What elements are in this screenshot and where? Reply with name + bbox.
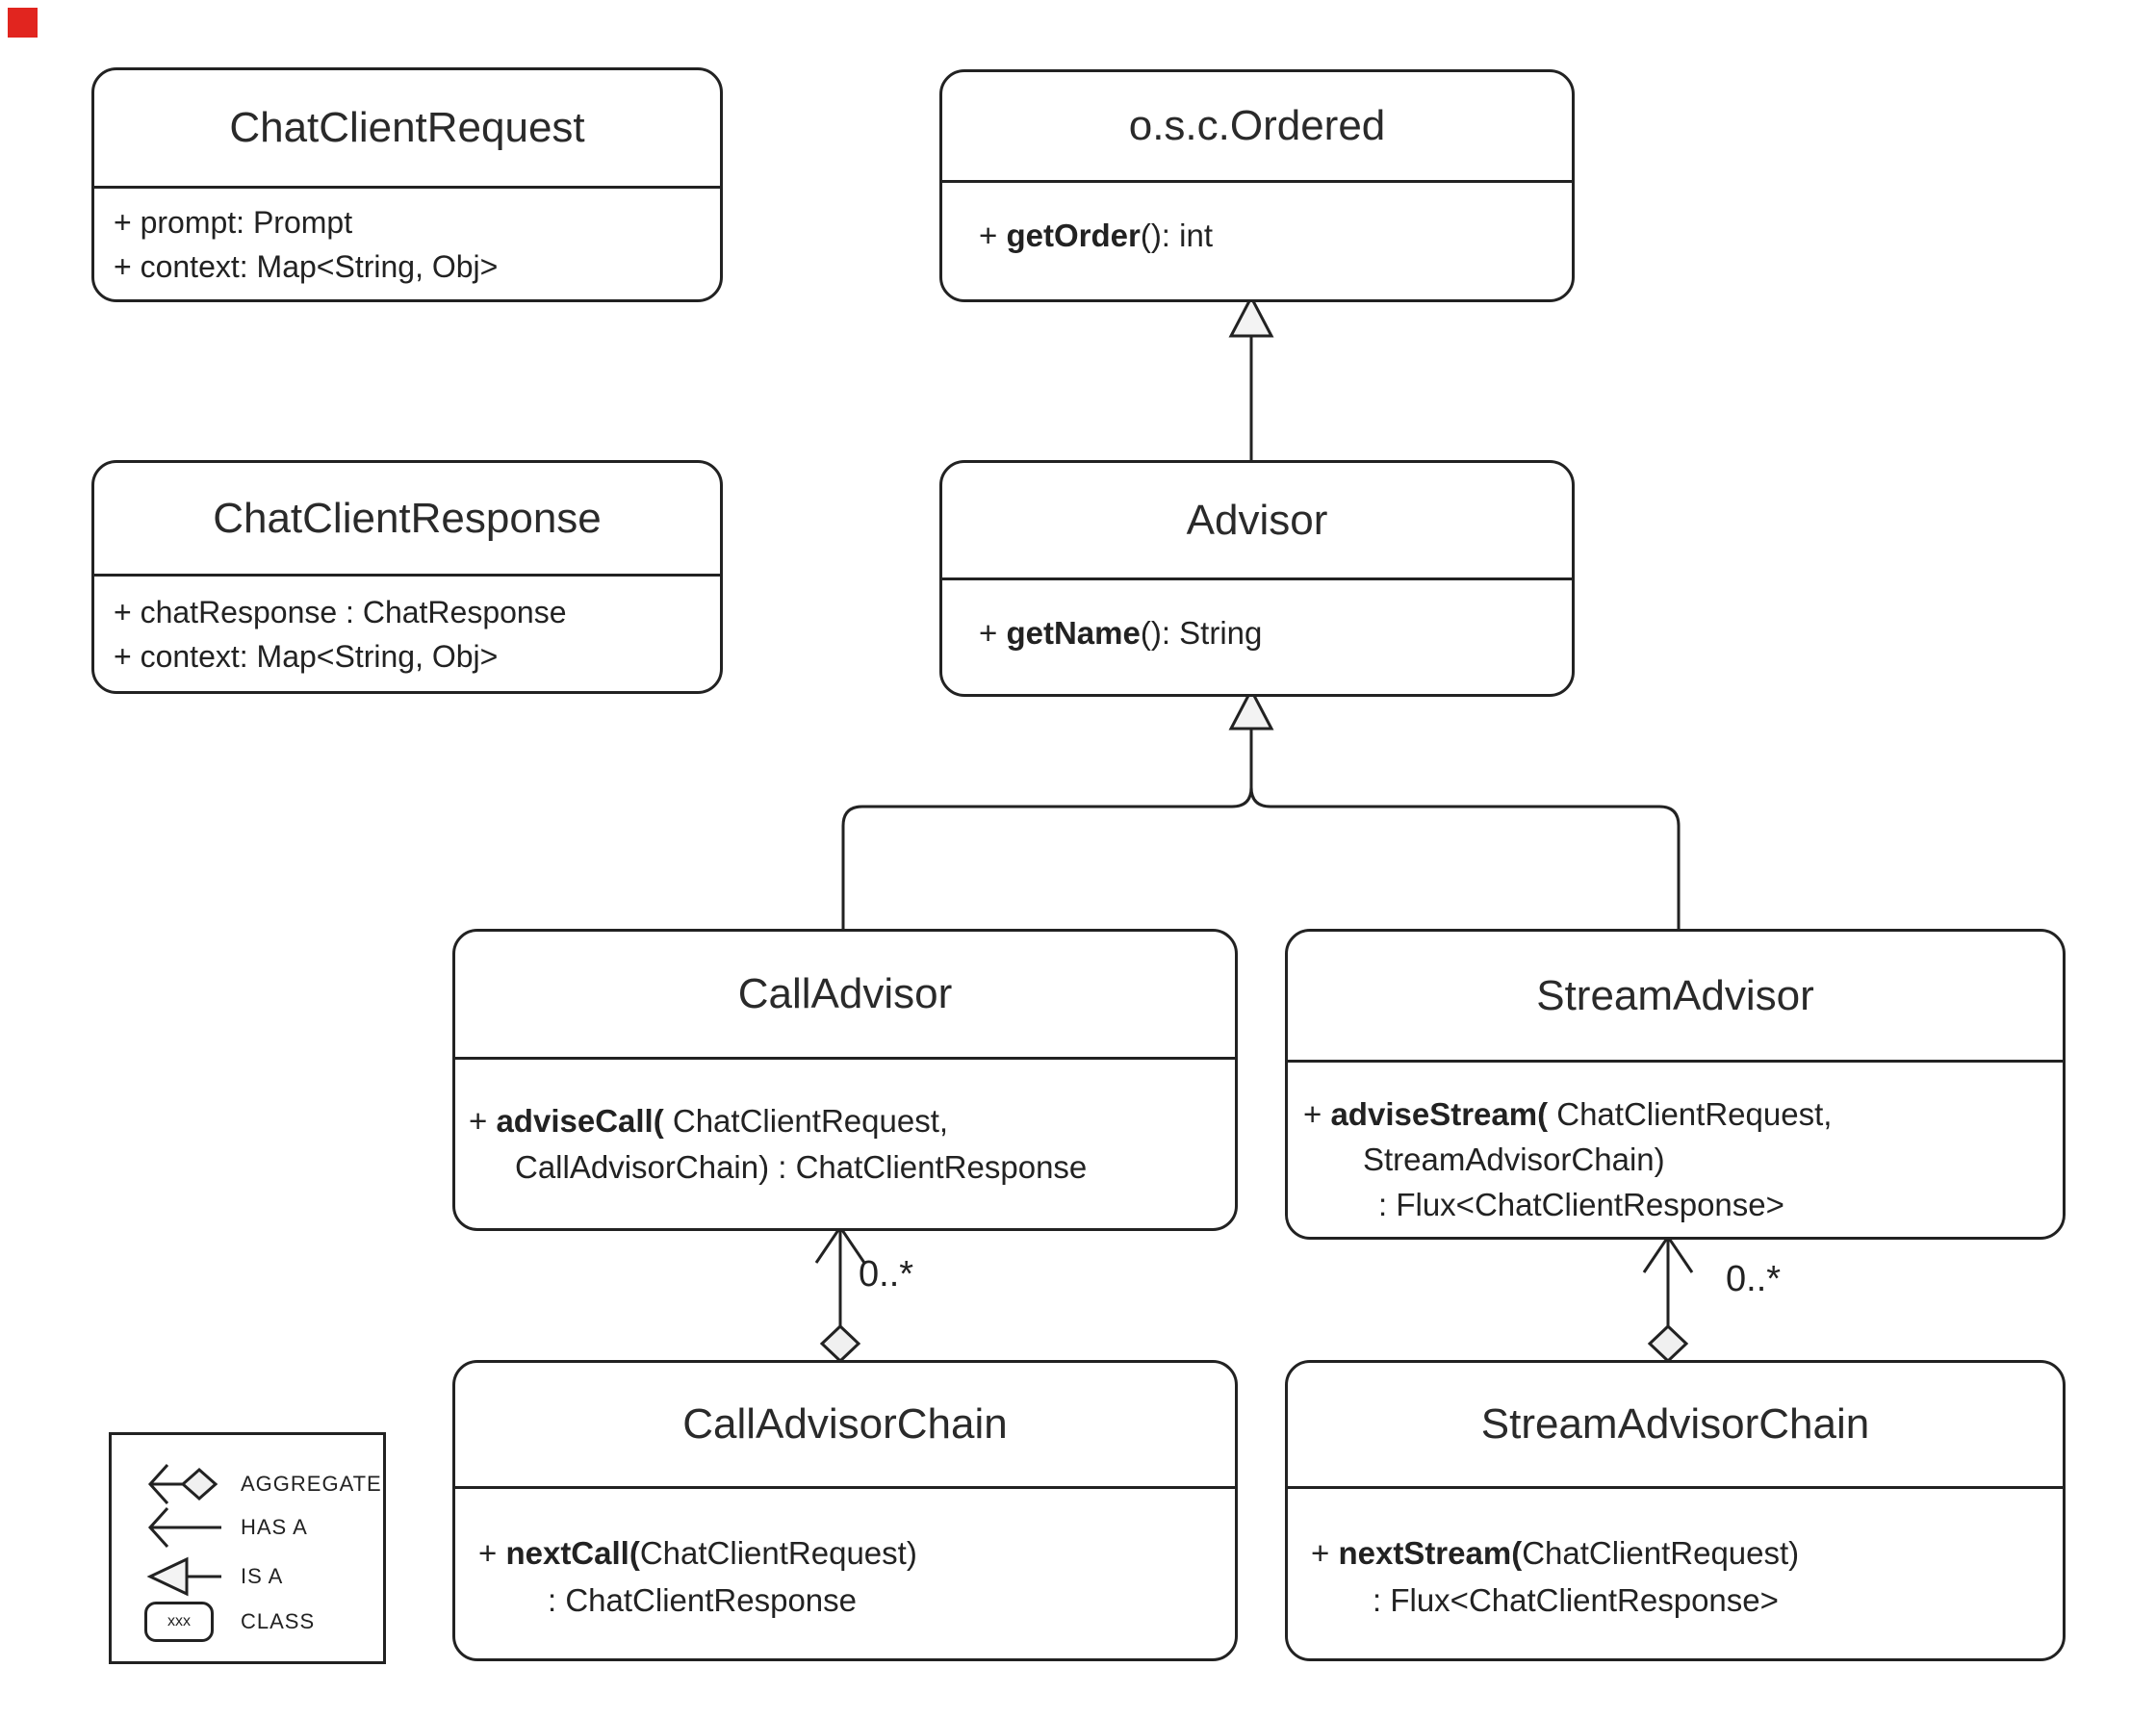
member-line: CallAdvisorChain) : ChatClientResponse — [515, 1144, 1235, 1191]
class-title: CallAdvisorChain — [455, 1363, 1235, 1489]
member-text: : Flux<ChatClientResponse> — [1378, 1187, 1784, 1222]
legend-row-class: xxx CLASS — [144, 1601, 315, 1643]
class-box-icon: xxx — [144, 1601, 233, 1643]
member-line: + nextCall(ChatClientRequest) — [478, 1529, 1235, 1577]
member-text: + — [469, 1103, 497, 1139]
class-chatclientresponse: ChatClientResponse + chatResponse : Chat… — [91, 460, 723, 694]
class-title: Advisor — [942, 463, 1572, 580]
member-text: + — [979, 218, 1007, 253]
aggregate-arrow-icon — [144, 1463, 233, 1505]
multiplicity-label-stream: 0..* — [1726, 1259, 1782, 1299]
member-name: nextStream( — [1338, 1535, 1523, 1571]
member-text: CallAdvisorChain) : ChatClientResponse — [515, 1149, 1088, 1185]
is-a-triangle-icon — [144, 1555, 233, 1598]
legend-row-aggregate: AGGREGATE — [144, 1463, 382, 1505]
member-name: nextCall( — [505, 1535, 640, 1571]
member-line: + context: Map<String, Obj> — [114, 244, 720, 289]
has-a-arrow-icon — [144, 1506, 233, 1549]
member-line: + adviseStream( ChatClientRequest, — [1303, 1091, 2063, 1137]
member-text: + — [1303, 1096, 1331, 1132]
class-members: + getName(): String — [942, 580, 1572, 652]
class-title: ChatClientResponse — [94, 463, 720, 577]
member-line: + chatResponse : ChatResponse — [114, 590, 720, 634]
legend-label: AGGREGATE — [241, 1472, 382, 1496]
class-title: ChatClientRequest — [94, 70, 720, 189]
class-calladvisor: CallAdvisor + adviseCall( ChatClientRequ… — [452, 929, 1238, 1231]
class-sample-text: xxx — [167, 1613, 191, 1629]
member-line: + context: Map<String, Obj> — [114, 634, 720, 679]
legend-label: CLASS — [241, 1609, 316, 1633]
aggregate-diamond-icon — [1647, 1323, 1689, 1364]
member-line: + nextStream(ChatClientRequest) — [1311, 1529, 2063, 1577]
open-arrowhead-icon — [814, 1224, 866, 1264]
isa-triangle-icon — [1228, 294, 1274, 338]
member-text: (): String — [1140, 615, 1263, 651]
member-line: StreamAdvisorChain) — [1363, 1137, 2063, 1182]
member-text: + — [1311, 1535, 1339, 1571]
class-title: StreamAdvisorChain — [1288, 1363, 2063, 1489]
class-title: StreamAdvisor — [1288, 932, 2063, 1063]
class-members: + getOrder(): int — [942, 183, 1572, 254]
member-text: + — [478, 1535, 506, 1571]
member-text: + prompt: Prompt — [114, 205, 353, 240]
member-line: : Flux<ChatClientResponse> — [1373, 1577, 2063, 1624]
member-line: : ChatClientResponse — [548, 1577, 1235, 1624]
class-members: + adviseStream( ChatClientRequest, Strea… — [1288, 1063, 2063, 1227]
class-chatclientrequest: ChatClientRequest + prompt: Prompt + con… — [91, 67, 723, 302]
class-members: + adviseCall( ChatClientRequest, CallAdv… — [455, 1060, 1235, 1191]
member-text: ChatClientRequest, — [1548, 1096, 1833, 1132]
member-line: + prompt: Prompt — [114, 200, 720, 244]
member-text: + chatResponse : ChatResponse — [114, 595, 567, 629]
member-text: ChatClientRequest) — [639, 1535, 917, 1571]
member-name: getName — [1006, 615, 1141, 651]
isa-connector-advisor-ordered — [1228, 294, 1274, 460]
legend-label: HAS A — [241, 1515, 308, 1539]
member-text: ChatClientRequest) — [1522, 1535, 1800, 1571]
legend-row-hasa: HAS A — [144, 1506, 308, 1549]
fork-branch-right — [1249, 786, 1681, 929]
class-members: + chatResponse : ChatResponse + context:… — [94, 577, 720, 679]
member-text: StreamAdvisorChain) — [1363, 1142, 1665, 1177]
legend: AGGREGATE HAS A IS A xxx — [109, 1432, 386, 1664]
member-text: + context: Map<String, Obj> — [114, 249, 499, 284]
aggregate-diamond-icon — [819, 1323, 861, 1364]
legend-label: IS A — [241, 1564, 284, 1588]
member-text: ChatClientRequest, — [663, 1103, 949, 1139]
class-advisor: Advisor + getName(): String — [939, 460, 1575, 697]
red-corner-marker — [8, 8, 38, 38]
class-members: + prompt: Prompt + context: Map<String, … — [94, 189, 720, 289]
aggregate-connector-call — [814, 1224, 866, 1364]
member-text: : ChatClientResponse — [548, 1582, 858, 1618]
class-members: + nextStream(ChatClientRequest) : Flux<C… — [1288, 1489, 2063, 1624]
isa-fork-connector-advisor-subtypes — [841, 686, 1681, 929]
open-arrowhead-icon — [1642, 1234, 1694, 1273]
member-name: getOrder — [1006, 218, 1141, 253]
member-text: (): int — [1140, 218, 1213, 253]
aggregate-connector-stream — [1642, 1234, 1694, 1364]
class-calladvisorchain: CallAdvisorChain + nextCall(ChatClientRe… — [452, 1360, 1238, 1661]
member-text: : Flux<ChatClientResponse> — [1373, 1582, 1779, 1618]
class-title: CallAdvisor — [455, 932, 1235, 1060]
member-name: adviseCall( — [496, 1103, 664, 1139]
member-text: + — [979, 615, 1007, 651]
class-title: o.s.c.Ordered — [942, 72, 1572, 183]
multiplicity-label-call: 0..* — [859, 1254, 914, 1295]
member-line: + getName(): String — [979, 615, 1572, 652]
legend-row-isa: IS A — [144, 1555, 283, 1598]
class-streamadvisor: StreamAdvisor + adviseStream( ChatClient… — [1285, 929, 2066, 1240]
fork-branch-left — [841, 729, 1253, 929]
member-name: adviseStream( — [1330, 1096, 1549, 1132]
class-members: + nextCall(ChatClientRequest) : ChatClie… — [455, 1489, 1235, 1624]
member-line: + getOrder(): int — [979, 218, 1572, 254]
member-text: + context: Map<String, Obj> — [114, 639, 499, 674]
class-osc-ordered: o.s.c.Ordered + getOrder(): int — [939, 69, 1575, 302]
member-line: : Flux<ChatClientResponse> — [1378, 1182, 2063, 1227]
class-streamadvisorchain: StreamAdvisorChain + nextStream(ChatClie… — [1285, 1360, 2066, 1661]
member-line: + adviseCall( ChatClientRequest, — [469, 1098, 1235, 1144]
